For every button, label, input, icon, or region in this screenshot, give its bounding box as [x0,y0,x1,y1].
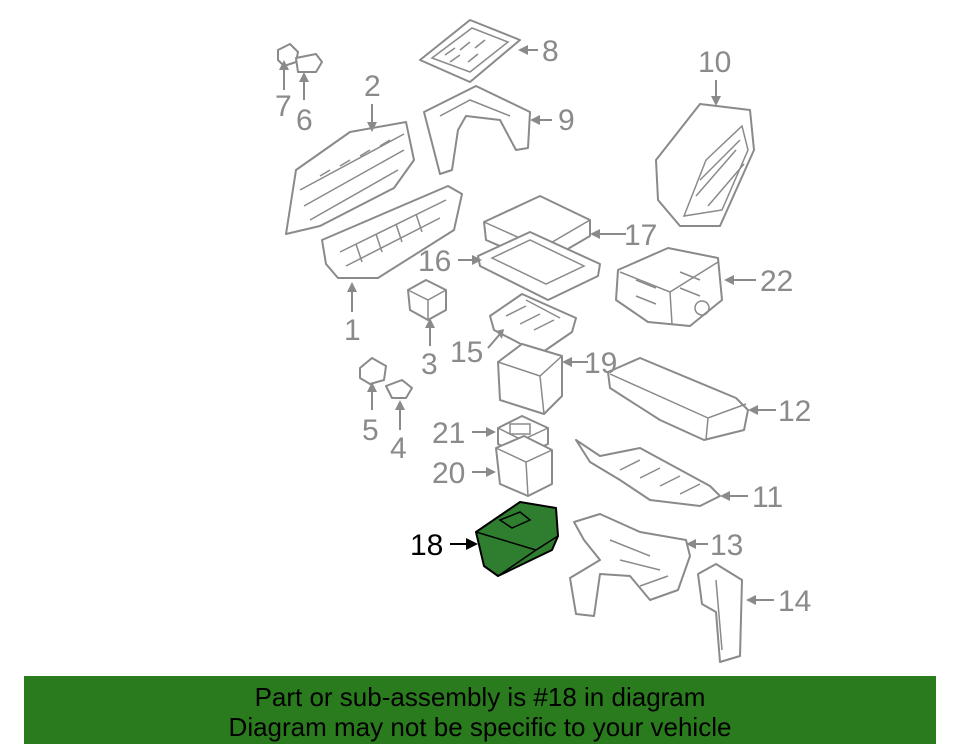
part-5-clip [359,357,387,385]
callout-22: 22 [760,265,793,298]
part-2-junction-block [285,121,415,235]
callout-8: 8 [542,35,559,68]
exploded-parts-diagram: 1 2 3 4 5 6 7 8 9 10 11 12 13 14 15 16 1… [275,19,811,663]
part-8-cover [419,19,521,83]
callout-2: 2 [364,70,381,103]
callout-18: 18 [410,529,443,562]
callout-1: 1 [344,314,361,347]
part-22-fuse-box [615,247,723,327]
callout-3: 3 [421,348,438,381]
part-15-relay-holder [489,293,577,355]
callout-12: 12 [778,395,811,428]
part-14-bracket [697,563,743,663]
part-3-relay [407,279,447,321]
part-13-mount-bracket [569,513,691,617]
part-6-clip [295,53,323,73]
callout-11: 11 [752,481,783,514]
part-20-relay-box [495,435,553,497]
part-18-highlighted-relay-box[interactable] [475,501,559,577]
callout-20: 20 [432,457,465,490]
callout-17: 17 [624,219,657,252]
banner-line-2: Diagram may not be specific to your vehi… [228,712,732,742]
callout-10: 10 [698,46,731,79]
callout-4: 4 [390,432,407,465]
part-16-tray [477,231,601,301]
callout-21: 21 [432,417,465,450]
callout-5: 5 [362,414,379,447]
callout-15: 15 [450,336,483,369]
part-7-clip [277,43,299,67]
callout-19: 19 [584,347,617,380]
part-1-relay-block [321,185,463,279]
callout-13: 13 [710,529,743,562]
part-12-module [607,357,749,441]
callout-6: 6 [296,104,313,137]
info-banner: Part or sub-assembly is #18 in diagram D… [24,676,936,744]
part-11-rail [575,439,721,507]
part-19-cover [497,343,563,415]
part-9-bracket [423,85,531,175]
part-4-clip [385,379,413,399]
callout-7: 7 [275,90,292,123]
callout-14: 14 [778,585,811,618]
part-10-fuse-cover [655,103,755,227]
callout-16: 16 [418,245,451,278]
banner-line-1: Part or sub-assembly is #18 in diagram [254,682,706,712]
callout-9: 9 [558,104,575,137]
